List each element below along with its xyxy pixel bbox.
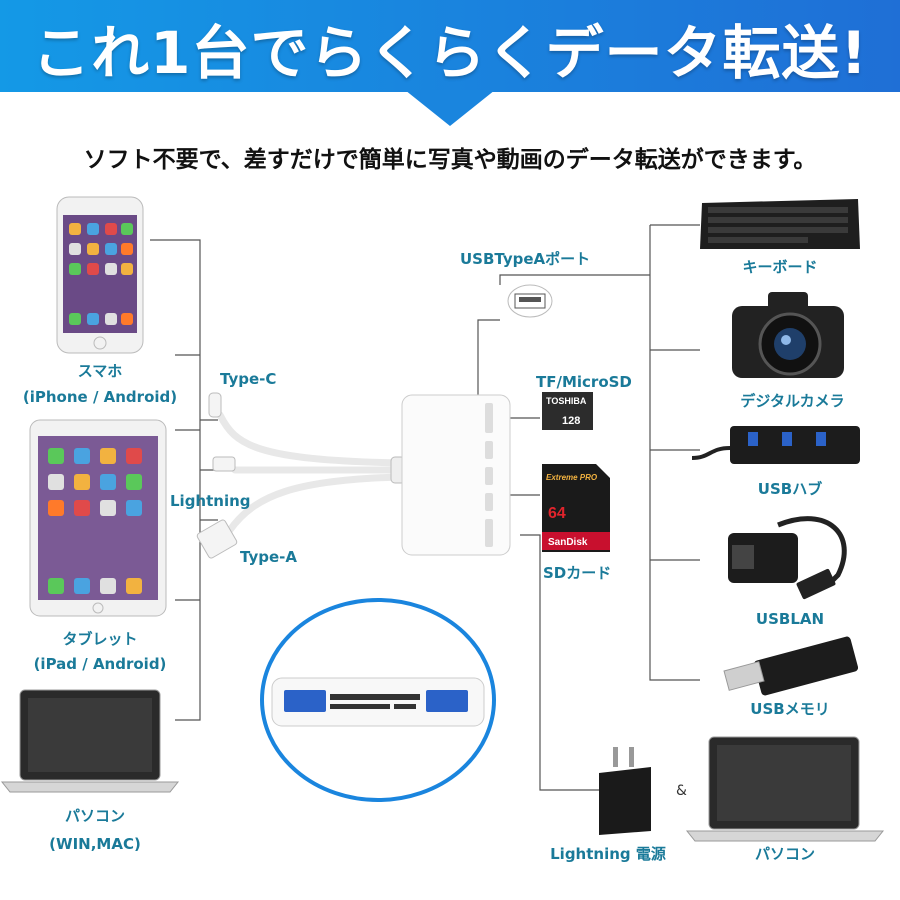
laptop-image-left: [0, 689, 180, 793]
type-c-label: Type-C: [220, 370, 277, 388]
card-reader-adapter: [401, 394, 511, 556]
page-title: これ1台でらくらくデータ転送!: [32, 19, 868, 87]
microsd-card-image: TOSHIBA 128: [542, 392, 593, 430]
keyboard-label: キーボード: [742, 258, 818, 276]
adapter-cables: [196, 392, 406, 559]
usb-hub-image: [691, 426, 860, 464]
sd-line: Extreme PRO: [546, 473, 598, 482]
usb-lan-label: USBLAN: [755, 610, 825, 628]
microsd-capacity: 128: [562, 415, 580, 427]
tablet-sublabel: (iPad / Android): [33, 655, 167, 673]
sd-card-image: Extreme PRO 64 SanDisk: [542, 464, 610, 552]
pc-label: パソコン: [64, 807, 125, 825]
phone-label: スマホ: [77, 362, 123, 380]
adapter-inset-photo: [260, 598, 496, 802]
smartphone-image: [56, 196, 144, 354]
usb-a-port-icon: [507, 284, 553, 318]
sd-card-label: SDカード: [543, 564, 612, 582]
type-a-label: Type-A: [240, 548, 297, 566]
ampersand: &: [676, 783, 687, 799]
sd-capacity: 64: [548, 505, 566, 522]
lightning-label: Lightning: [170, 492, 251, 510]
usb-lan-image: [728, 516, 847, 600]
microsd-brand: TOSHIBA: [546, 396, 587, 406]
banner-arrow: [405, 90, 495, 126]
power-adapter-image: [599, 747, 651, 835]
tf-label: TF/MicroSD: [536, 373, 632, 391]
camera-image: [732, 292, 844, 378]
usb-memory-image: [723, 636, 858, 696]
lightning-power-label: Lightning 電源: [550, 845, 666, 863]
tablet-image: [29, 419, 167, 617]
laptop-image-right: [685, 736, 885, 842]
keyboard-image: [700, 199, 860, 249]
usb-port-label: USBTypeAポート: [460, 250, 591, 268]
tablet-label: タブレット: [62, 630, 138, 648]
sd-brand: SanDisk: [548, 537, 588, 548]
phone-sublabel: (iPhone / Android): [22, 388, 178, 406]
header-banner: [0, 0, 900, 92]
subtitle: ソフト不要で、差すだけで簡単に写真や動画のデータ転送ができます。: [83, 147, 817, 173]
usb-hub-label: USBハブ: [757, 480, 823, 498]
camera-label: デジタルカメラ: [740, 392, 845, 410]
pc-sublabel: (WIN,MAC): [49, 835, 141, 853]
pc-right-label: パソコン: [754, 845, 815, 863]
usb-memory-label: USBメモリ: [750, 700, 830, 718]
